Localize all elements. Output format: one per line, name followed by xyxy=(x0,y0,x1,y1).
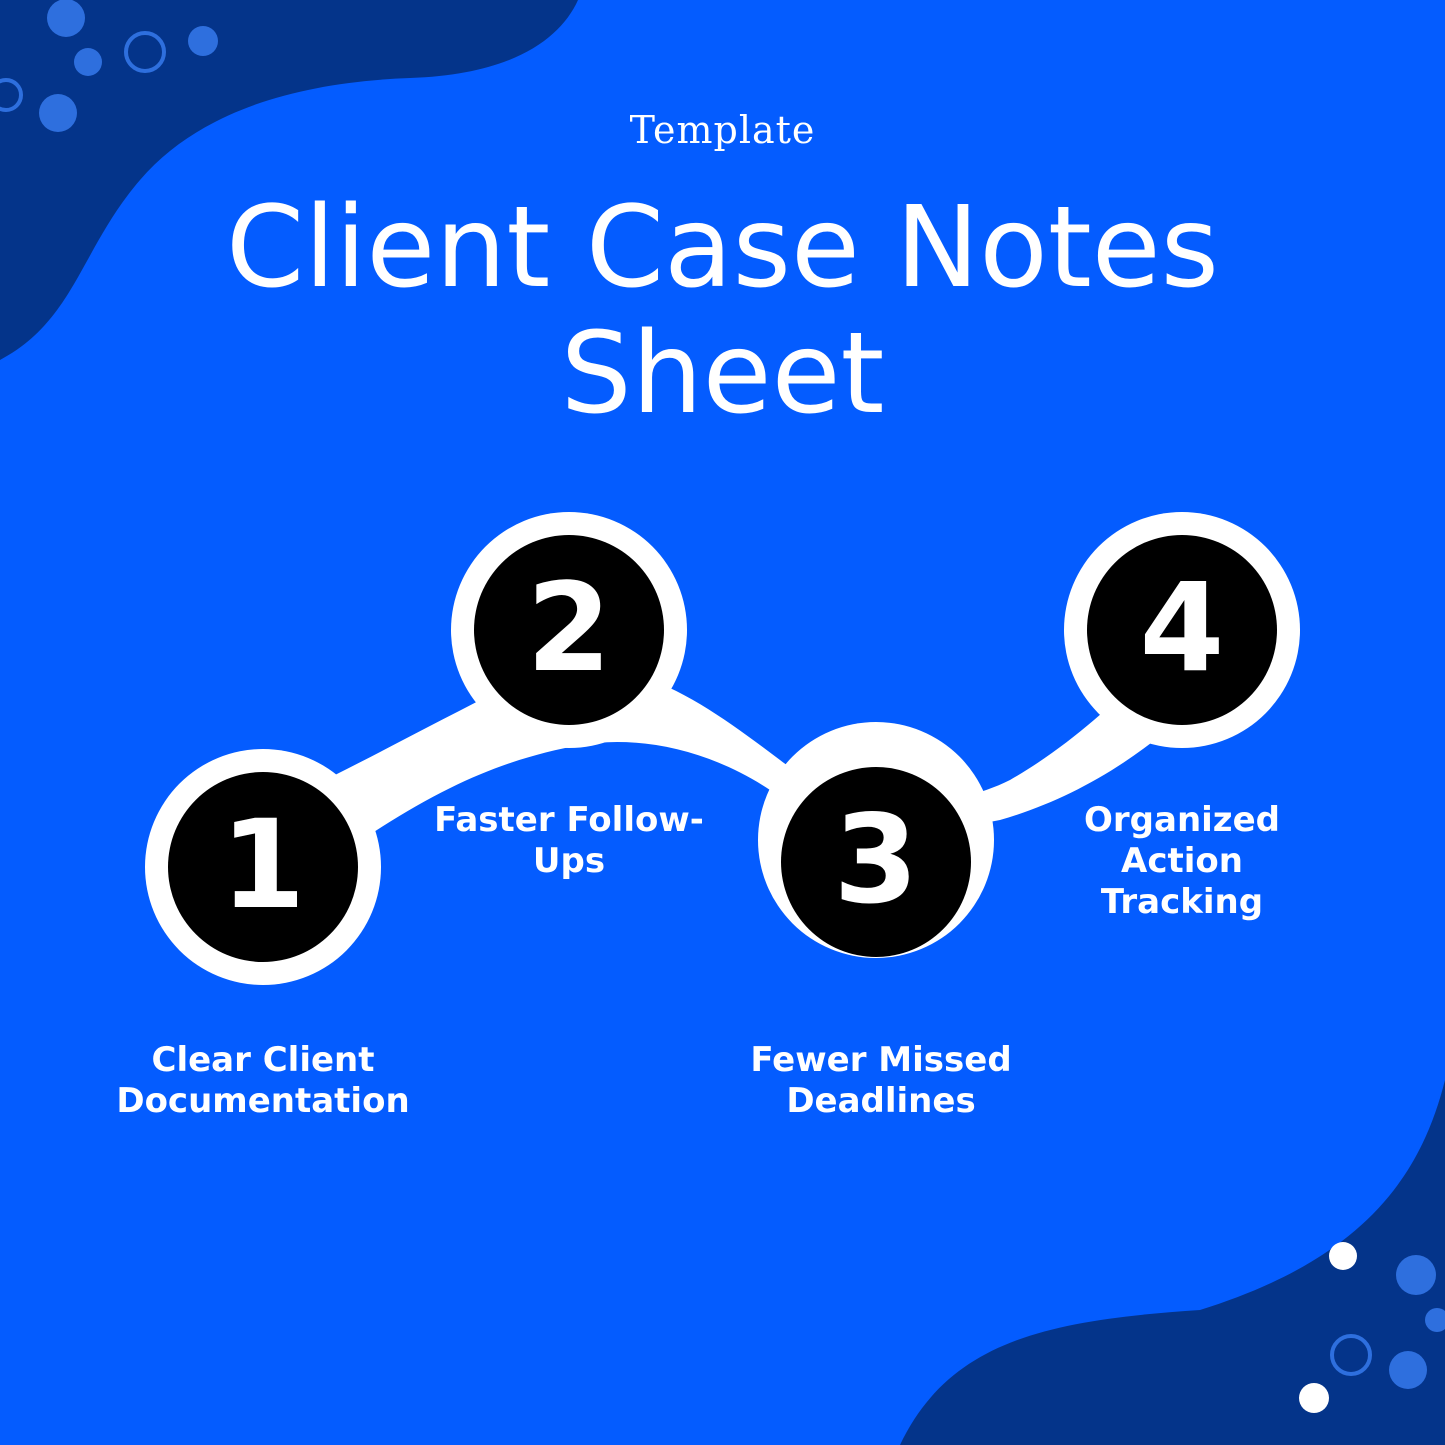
step-node-1 xyxy=(168,772,358,962)
step-label-4: Organized Action Tracking xyxy=(1042,800,1322,923)
step-label-4-line-1: Organized xyxy=(1084,800,1280,840)
bottom-right-blob xyxy=(900,1080,1445,1445)
step-number-3: 3 xyxy=(834,789,919,931)
step-label-1-line-2: Documentation xyxy=(116,1081,410,1121)
step-label-1: Clear Client Documentation xyxy=(103,1040,423,1122)
step-label-3-line-1: Fewer Missed xyxy=(750,1040,1012,1080)
bottom-right-dots xyxy=(1299,1242,1445,1413)
step-number-1: 1 xyxy=(221,794,306,936)
step-node-4 xyxy=(1087,535,1277,725)
page-title-line-1: Client Case Notes xyxy=(225,183,1219,313)
top-left-dots xyxy=(0,0,218,132)
step-label-2-line-1: Faster Follow- xyxy=(434,800,704,840)
step-label-4-line-2: Action xyxy=(1121,841,1243,881)
top-left-blob xyxy=(0,0,578,360)
page-title-line-2: Sheet xyxy=(560,309,885,439)
step-nodes xyxy=(168,535,1277,962)
step-label-2: Faster Follow- Ups xyxy=(419,800,719,882)
step-number-4: 4 xyxy=(1140,557,1225,699)
step-number-2: 2 xyxy=(527,557,612,699)
step-label-3: Fewer Missed Deadlines xyxy=(731,1040,1031,1122)
step-node-2 xyxy=(474,535,664,725)
eyebrow-label: Template xyxy=(629,108,816,152)
page-title: Client Case Notes Sheet xyxy=(0,185,1445,437)
step-label-2-line-2: Ups xyxy=(532,841,606,881)
step-label-4-line-3: Tracking xyxy=(1100,882,1264,922)
step-node-3 xyxy=(781,767,971,957)
step-label-1-line-1: Clear Client xyxy=(151,1040,375,1080)
step-label-3-line-2: Deadlines xyxy=(786,1081,976,1121)
